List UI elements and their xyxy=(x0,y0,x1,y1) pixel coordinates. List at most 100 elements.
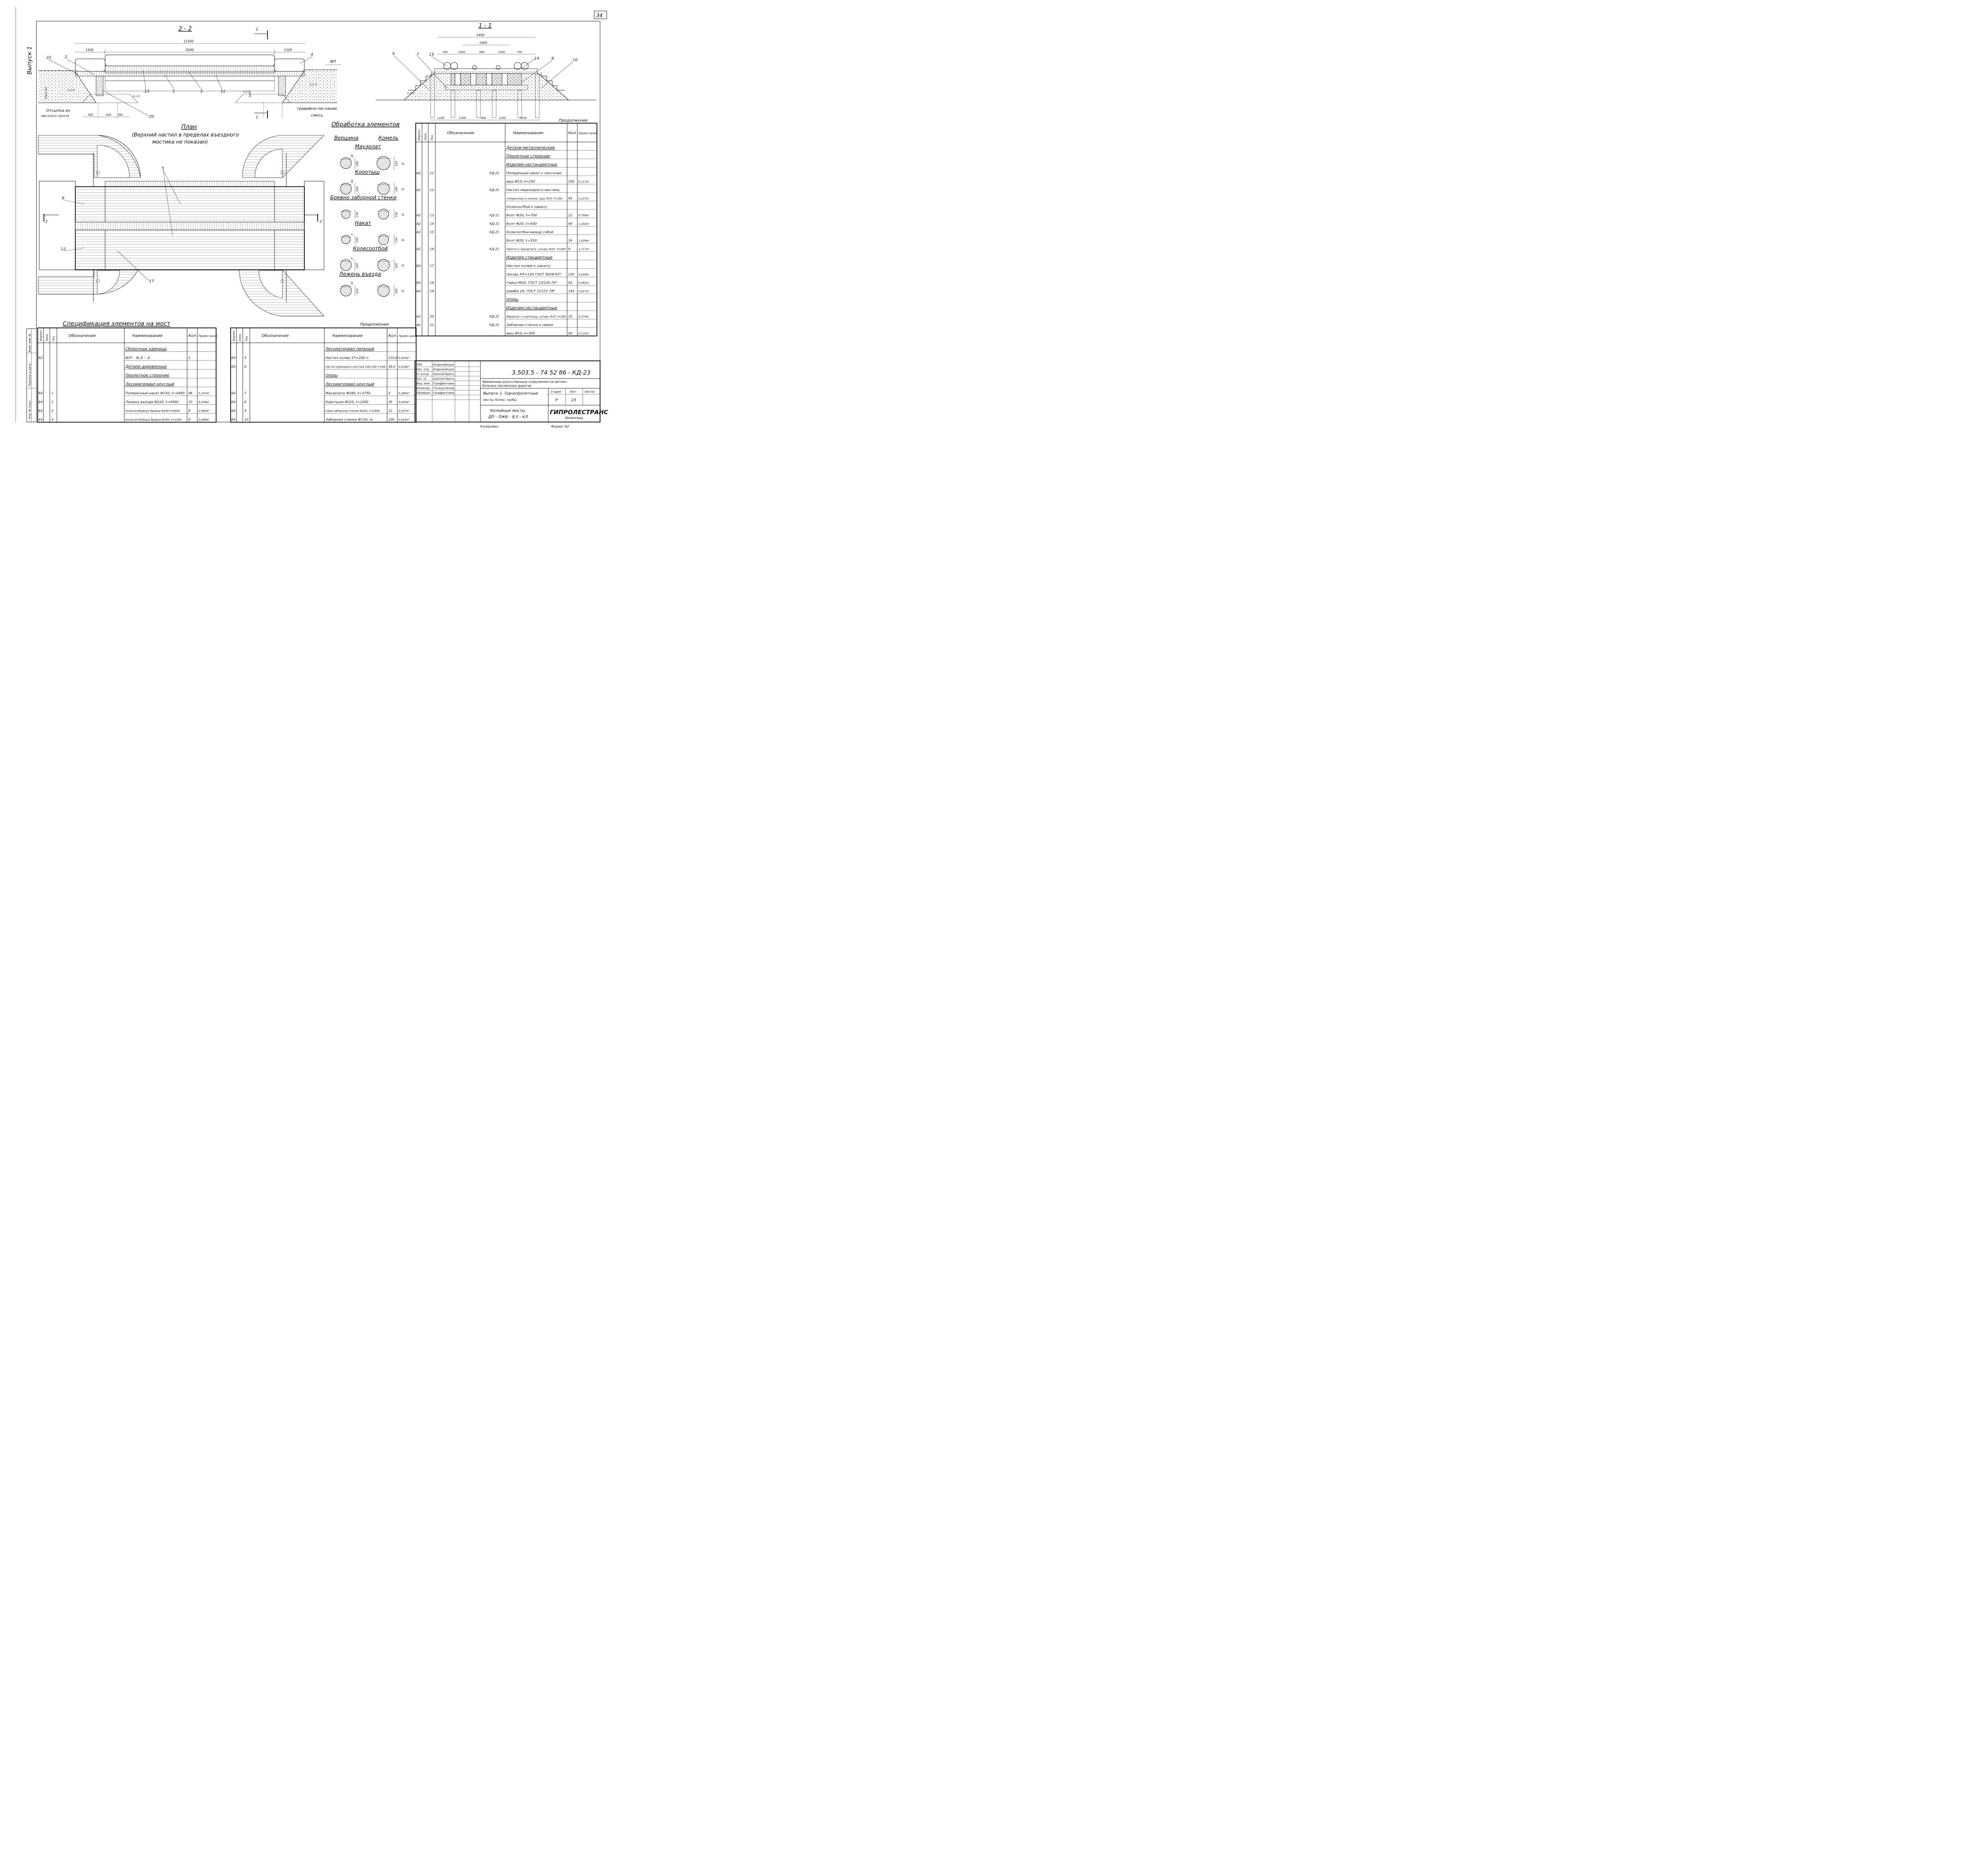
table-cell-pos: 6 xyxy=(244,365,246,369)
slope-4: 1:1.5 xyxy=(310,83,317,86)
log-cut-depth: 5 xyxy=(351,258,354,260)
table-cell-note: 1,429кг xyxy=(578,239,589,242)
table-cell-qty: 8 xyxy=(188,409,190,413)
pos-2: 2 xyxy=(65,55,67,59)
pos-3: 3 xyxy=(200,89,202,94)
table-cell-qty: 115,0 xyxy=(388,356,397,360)
table-cell-note: 0,040м³ xyxy=(398,401,409,404)
table-cell-name: Настил колеи 57×200 п xyxy=(326,356,368,360)
log-top-section xyxy=(341,209,351,219)
log-d-label: D xyxy=(401,239,405,241)
table-cell-name: ерш Ф10, ℓ=250 xyxy=(506,180,535,184)
table-cell-note: 2,717кг xyxy=(578,248,589,251)
table-header-pos: Поз xyxy=(245,336,248,341)
table-cell-name: Настил переходного мостика xyxy=(506,188,559,192)
section-1-1: 1 - 1 4400 1900 750 1000 900 1000 750 xyxy=(376,22,596,120)
drawing-sheet: 34 Выпуск 1 2 - 2 11500 1500 8500 1500 xyxy=(15,7,608,428)
processing-item-name: Лежень въезда xyxy=(339,271,381,277)
processing-item-name: Бревно заборной стенки xyxy=(330,195,397,201)
log-top-diameter: 250 xyxy=(356,263,359,268)
plan-pos-5: 5 xyxy=(162,166,164,171)
processing-item-name: Колесоотбой xyxy=(353,246,388,252)
table-cell-format: Б4 xyxy=(417,264,421,268)
copied-label: Копировал xyxy=(480,425,498,428)
log-d-label: D xyxy=(401,188,405,190)
pos-15: 15 xyxy=(429,53,434,57)
table-cell-qty: 22 xyxy=(568,214,572,217)
table-cell-qty: 104 xyxy=(388,418,394,422)
processing-top-label: Вершина xyxy=(334,135,358,141)
table-header-pos: Поз xyxy=(431,135,434,140)
table-cell-name: Опоры xyxy=(326,373,338,378)
table-cell-qty: 200 xyxy=(568,180,574,184)
log-cut-depth: 10 xyxy=(351,282,354,285)
drawing-name-2: ДП - ЛЖК - 8,5 - КЛ xyxy=(488,415,528,419)
pos-13: 13 xyxy=(144,89,149,94)
dim-900-b: 900 xyxy=(481,116,486,120)
table-header-format: Формат xyxy=(40,330,43,341)
sheet-label: Лист xyxy=(569,390,577,393)
dim-750-b: 750 xyxy=(517,51,522,54)
table-cell-note: 0,010м³ xyxy=(398,357,409,360)
dim-1100-b: 1100 xyxy=(459,116,466,120)
dim-11500: 11500 xyxy=(184,40,193,43)
table-cell-note: 0,117кг xyxy=(578,197,589,200)
plan-title: План xyxy=(181,123,197,130)
log-d-label: D xyxy=(401,264,405,267)
processing-item-name: Коротыш xyxy=(355,169,380,175)
stamp-person: Гольштинов xyxy=(433,387,454,390)
table-cell-qty: 82 xyxy=(568,281,572,285)
issue-1: Выпуск 1. Однопролетные xyxy=(483,391,538,396)
log-butt-diameter: 250 xyxy=(395,263,398,268)
stamp-person: Корнейчук xyxy=(433,363,455,366)
dim-1500-left: 1500 xyxy=(85,48,93,52)
table-cell-qty: 8 xyxy=(188,418,190,422)
log-top-diameter: 150 xyxy=(356,237,359,243)
continuation-right: Продолжение xyxy=(559,118,588,123)
side-stamp-sign: Подпись и дата xyxy=(28,364,31,386)
table-cell-qty: 164 xyxy=(568,289,574,293)
table-header-qty: Кол xyxy=(188,334,196,338)
table-header-name: Наименование xyxy=(513,131,544,135)
plan-pos-12: 12 xyxy=(61,247,66,251)
plan-pos-17: 17 xyxy=(149,279,154,284)
table-cell-name: Изделия нестандартные xyxy=(506,163,557,167)
dim-4400: 4400 xyxy=(477,33,484,37)
table-cell-note: 0,018м³ xyxy=(398,366,409,369)
table-cell-pos: 15 xyxy=(430,231,434,234)
table-cell-qty: 12 xyxy=(388,409,392,413)
table-cell-name: Колесоотбойные бревна Ф250 ℓ=6500 xyxy=(126,409,180,413)
table-cell-name: Настил переходного мостика 100×180, ℓ=90… xyxy=(326,366,386,369)
table-cell-note: 0,280м³ xyxy=(398,392,409,395)
dim-900: 900 xyxy=(479,51,485,54)
table-header-format: Формат xyxy=(233,330,236,341)
section-2-2-title: 2 - 2 xyxy=(178,25,192,32)
table-header-note: Приме-чание xyxy=(198,335,217,338)
table-cell-name: Изделия стандартные xyxy=(506,255,553,260)
table-cell-qty: 60 xyxy=(568,197,572,200)
table-cell-name: болт Ф20, ℓ=550 xyxy=(506,239,537,242)
log-butt-section xyxy=(378,234,389,245)
drawing-name-1: Колейные мосты xyxy=(490,409,525,413)
table-cell-pos: 4 xyxy=(51,418,53,422)
table-cell-name: Сборочные единицы xyxy=(126,347,167,351)
table-cell-note: 0,137кг xyxy=(578,332,589,335)
table-cell-designation: КД-21 xyxy=(489,188,499,192)
pos-5: 5 xyxy=(392,52,395,56)
table-cell-format: Б4 xyxy=(38,391,43,395)
spec-title: Спецификация элементов на мост xyxy=(63,320,171,327)
pos-7: 7 xyxy=(417,53,419,57)
dim-1100-d: 1100 xyxy=(520,116,527,120)
sheets-label: Листов xyxy=(584,390,595,393)
stamp-role: Вед. инж xyxy=(417,382,430,385)
pos-14: 14 xyxy=(534,56,539,61)
section-2-2: 2 - 2 11500 1500 8500 1500 xyxy=(38,25,341,120)
log-d-label: D xyxy=(401,162,405,165)
side-stamp-inv: Инв. № подл. xyxy=(28,400,31,419)
table-cell-note: 0,069м³ xyxy=(198,419,209,422)
table-cell-format: Б4 xyxy=(38,418,43,422)
table-cell-designation: КД-21 xyxy=(489,171,499,175)
table-cell-name: Колесоотбойные бревна Ф250, ℓ=1500 xyxy=(126,419,182,422)
table-cell-name: Пролетное строение xyxy=(126,373,169,378)
